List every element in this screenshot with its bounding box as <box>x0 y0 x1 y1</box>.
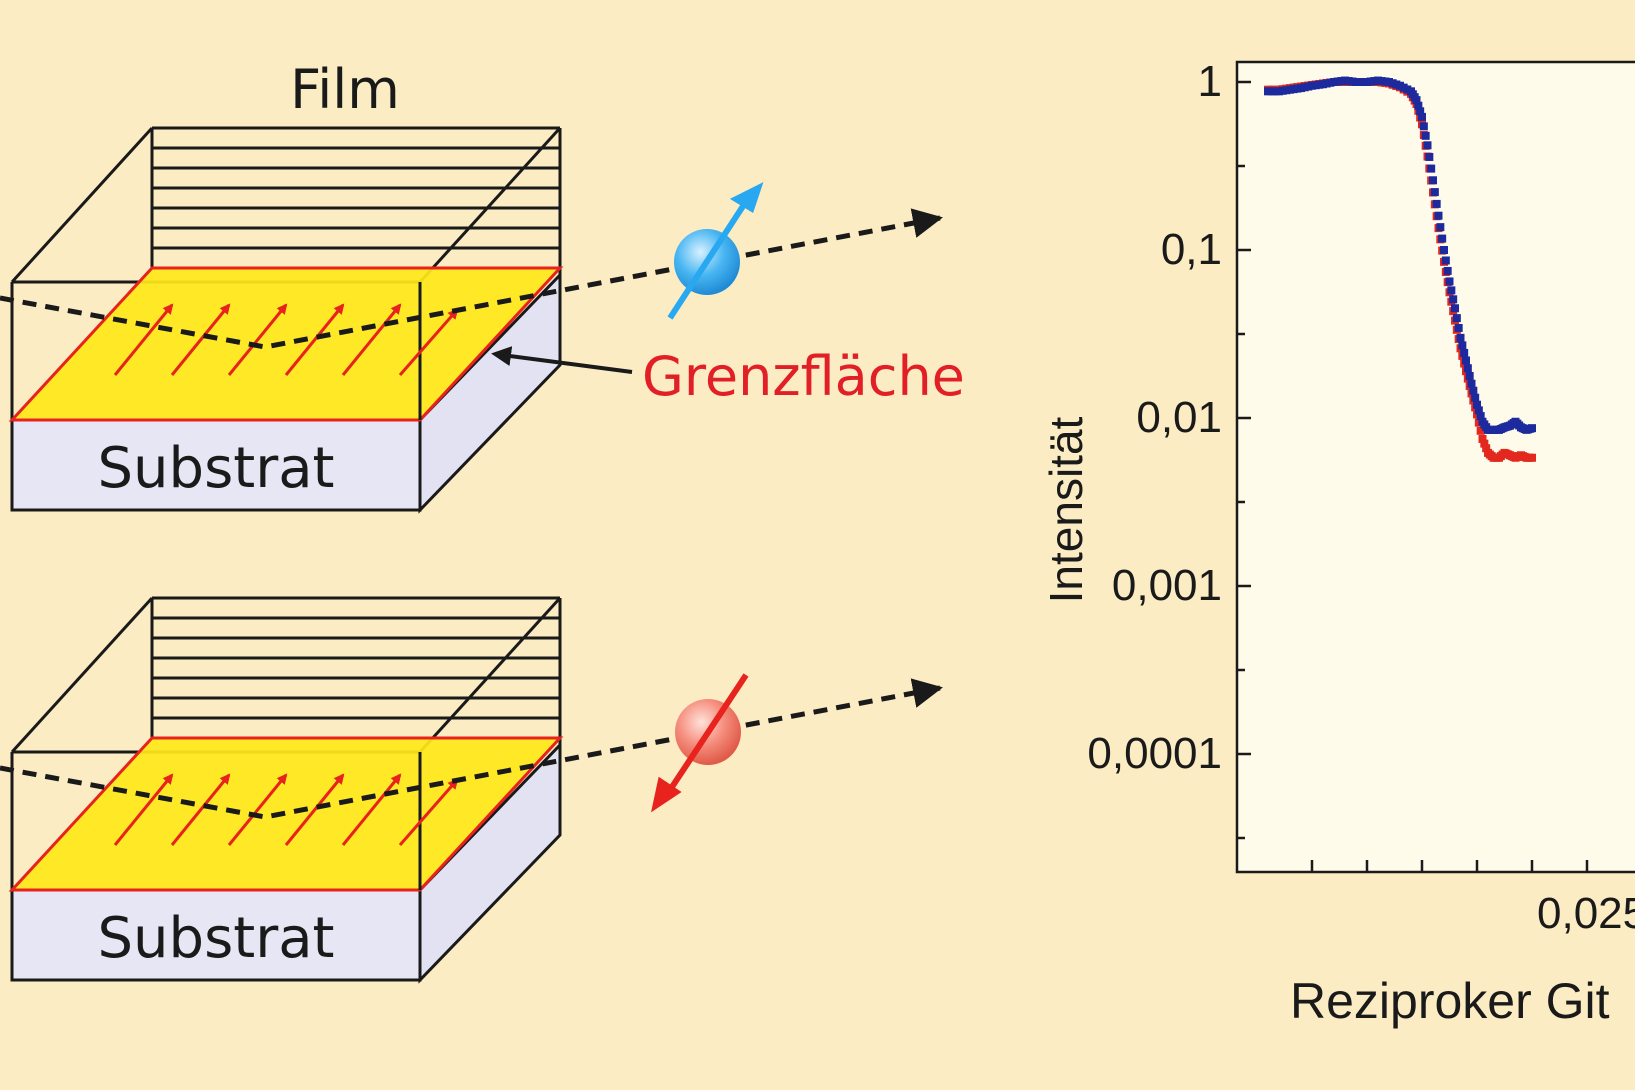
substrate-label: Substrat <box>97 906 334 971</box>
y-tick-label: 0,0001 <box>1087 729 1222 778</box>
y-tick-label: 0,1 <box>1161 225 1222 274</box>
sample-block-bottom: Substrat <box>0 596 943 984</box>
data-point <box>1478 434 1487 443</box>
data-point <box>1440 246 1448 254</box>
x-axis-label: Reziproker Git <box>1290 973 1610 1029</box>
data-point <box>1412 96 1421 105</box>
magnetization-arrows <box>113 773 459 846</box>
y-tick-label: 0,01 <box>1136 393 1222 442</box>
data-point <box>1447 286 1456 295</box>
x-tick-label: 0,025 <box>1537 889 1635 938</box>
data-point <box>1460 348 1469 357</box>
data-point <box>1528 453 1536 462</box>
data-point <box>1467 379 1476 388</box>
data-point <box>1421 131 1430 140</box>
interface-pointer-arrow <box>491 346 633 374</box>
interface-label: Grenzfläche <box>642 345 965 408</box>
y-tick-label: 1 <box>1198 57 1222 106</box>
data-point <box>1432 199 1441 208</box>
data-point <box>1462 356 1470 365</box>
data-point <box>1473 400 1481 409</box>
data-point <box>1441 256 1450 265</box>
data-point <box>1480 439 1489 448</box>
series-blue-points <box>1264 76 1536 434</box>
y-tick-labels: 1 0,1 0,01 0,001 0,0001 <box>1087 57 1222 778</box>
data-point <box>1454 323 1463 332</box>
data-point <box>1465 371 1474 380</box>
data-point <box>1436 223 1445 232</box>
data-point <box>1476 412 1485 421</box>
data-point <box>1418 112 1426 121</box>
film-label: Film <box>290 58 400 121</box>
interface-plane <box>8 266 564 422</box>
data-point <box>1419 122 1428 131</box>
spin-down-icon <box>651 673 749 813</box>
spin-up-icon <box>667 182 764 320</box>
y-axis-label: Intensität <box>1040 416 1092 603</box>
sample-block-top: Film Substrat Grenzfläche <box>0 58 965 514</box>
substrate-front-face <box>10 418 422 512</box>
y-axis-ticks <box>1237 80 1251 840</box>
data-point <box>1528 424 1536 433</box>
data-point <box>1458 341 1467 350</box>
data-point <box>1474 406 1483 415</box>
data-point <box>1438 234 1447 243</box>
data-point <box>1430 188 1439 197</box>
substrate-label: Substrat <box>97 436 334 501</box>
data-point <box>1451 304 1459 313</box>
film-layers <box>10 596 562 890</box>
data-point <box>1452 314 1461 323</box>
data-point <box>1434 211 1443 220</box>
x-axis-ticks <box>1310 860 1589 872</box>
magnetization-arrows <box>113 303 459 376</box>
data-point <box>1427 164 1436 173</box>
data-point <box>1445 277 1454 286</box>
data-point <box>1476 426 1485 435</box>
data-point <box>1443 266 1452 275</box>
data-point <box>1429 176 1437 185</box>
data-point <box>1469 386 1478 395</box>
data-point <box>1456 333 1465 342</box>
data-point <box>1449 295 1458 304</box>
interface-plane <box>8 736 564 892</box>
reflectivity-chart: 1 0,1 0,01 0,001 0,0001 0,025 Intensität… <box>1040 57 1635 1029</box>
data-point <box>1416 107 1425 116</box>
data-point <box>1425 152 1434 161</box>
plot-area <box>1235 60 1635 874</box>
substrate-front-face <box>10 888 422 982</box>
data-point <box>1482 444 1491 453</box>
data-point <box>1463 364 1472 373</box>
data-point <box>1414 101 1423 110</box>
data-point <box>1471 393 1480 402</box>
data-point <box>1423 141 1432 150</box>
y-tick-label: 0,001 <box>1112 561 1222 610</box>
